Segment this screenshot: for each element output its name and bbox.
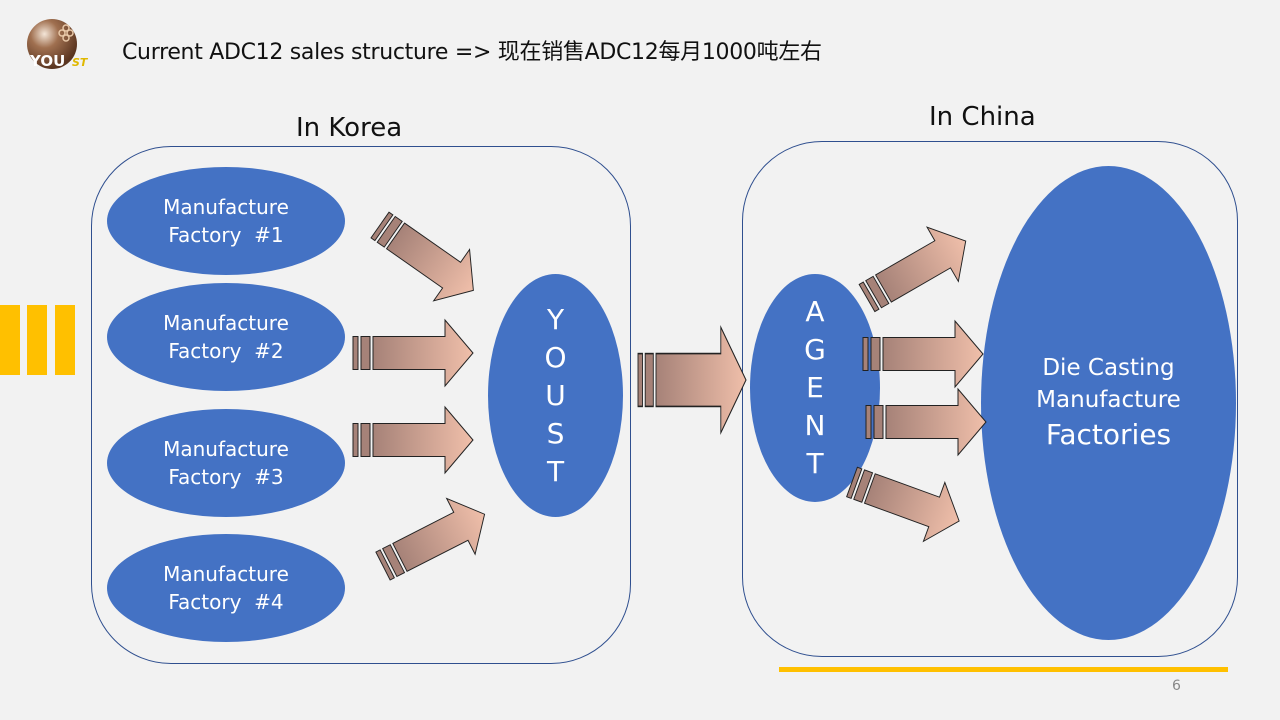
factory-1-line2: Factory #1: [168, 223, 284, 247]
agent-letter: N: [804, 409, 826, 442]
hub-letter: T: [546, 454, 565, 488]
arrow-agent-to-factories-3: [865, 388, 987, 456]
agent-letter: A: [805, 295, 825, 328]
hub-letter: O: [544, 340, 567, 374]
arrow-agent-to-factories-1: [850, 213, 982, 326]
arrow-youst-to-agent: [637, 326, 747, 434]
factory-2-line2: Factory #2: [168, 339, 284, 363]
hub-letter: Y: [546, 302, 565, 336]
die-casting-line2: Manufacture: [1036, 387, 1181, 413]
die-casting-line1: Die Casting: [1042, 355, 1175, 381]
youst-logo: YOU ST: [26, 18, 96, 74]
arrow-factory-4-to-youst: [368, 485, 500, 595]
hub-letter: U: [545, 378, 566, 412]
side-accent-bars: [0, 305, 80, 375]
factory-2-line1: Manufacture: [163, 311, 289, 335]
arrow-factory-2-to-youst: [352, 319, 474, 387]
arrow-agent-to-factories-4: [840, 452, 971, 551]
die-casting-line3: Factories: [1045, 418, 1172, 451]
factory-1-line1: Manufacture: [163, 195, 289, 219]
page-number: 6: [1172, 678, 1181, 694]
agent-letter: T: [806, 447, 824, 480]
agent-letter: G: [804, 333, 826, 366]
factory-3-line2: Factory #3: [168, 465, 284, 489]
accent-bar: [27, 305, 47, 375]
factory-4-line2: Factory #4: [168, 590, 284, 614]
agent-node: A G E N T: [750, 274, 880, 502]
accent-bar: [0, 305, 20, 375]
china-region-label: In China: [929, 102, 1036, 132]
accent-bar: [55, 305, 75, 375]
arrow-factory-3-to-youst: [352, 406, 474, 474]
arrow-factory-1-to-youst: [361, 198, 492, 317]
agent-letter: E: [806, 371, 824, 404]
factory-3-line1: Manufacture: [163, 437, 289, 461]
korea-region-label: In Korea: [296, 113, 403, 143]
footer-accent-line: [779, 667, 1228, 672]
hub-letter: S: [546, 416, 565, 450]
logo-text-st: ST: [72, 56, 89, 69]
slide-title: Current ADC12 sales structure => 现在销售ADC…: [122, 40, 822, 65]
factory-4-line1: Manufacture: [163, 562, 289, 586]
die-casting-factories-node: Die Casting Manufacture Factories: [981, 166, 1236, 640]
logo-text-you: YOU: [29, 52, 65, 70]
korea-region-box: [91, 146, 631, 664]
china-region-box: [742, 141, 1238, 657]
arrow-agent-to-factories-2: [862, 320, 984, 388]
youst-hub-node: Y O U S T: [488, 274, 623, 517]
